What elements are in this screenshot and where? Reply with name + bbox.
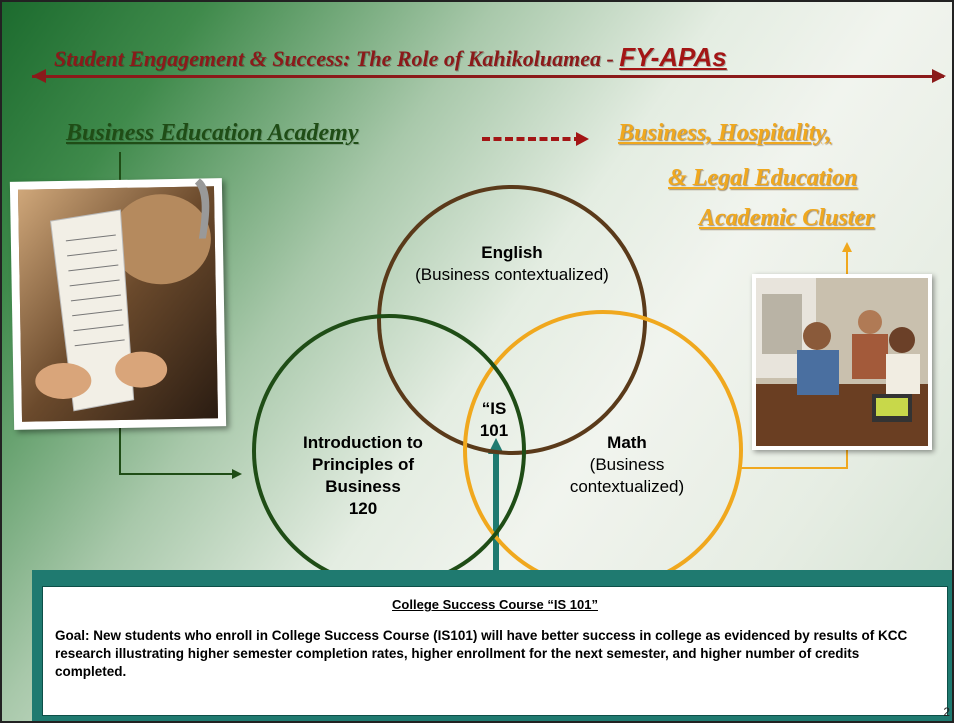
math-subtitle-line1: (Business	[589, 455, 665, 474]
slide-title: Student Engagement & Success: The Role o…	[54, 42, 727, 73]
reading-paper-image	[17, 178, 219, 422]
transition-arrowhead	[576, 132, 589, 146]
left-bottom-connector	[119, 428, 234, 475]
hospitality-photo	[752, 274, 932, 450]
math-subtitle-line2: contextualized)	[569, 477, 685, 496]
english-label: English (Business contextualized)	[382, 242, 642, 286]
callout-body: Goal: New students who enroll in College…	[55, 628, 908, 679]
callout-title: College Success Course “IS 101”	[392, 597, 598, 612]
transition-arrow	[482, 137, 582, 141]
intro-line4: 120	[348, 499, 378, 518]
left-connector-arrowhead	[232, 469, 242, 479]
left-arrowhead	[32, 69, 46, 83]
cluster-connector-arrowhead	[842, 242, 852, 252]
cluster-label-line2: & Legal Education	[668, 165, 858, 191]
cluster-label-line3: Academic Cluster	[699, 205, 875, 231]
title-underline	[32, 75, 944, 78]
slide-title-emph: FY-APAs	[619, 42, 727, 72]
callout-box: College Success Course “IS 101” Goal: Ne…	[42, 586, 948, 716]
math-label: Math (Business contextualized)	[542, 432, 712, 498]
cluster-label-line1: Business, Hospitality,	[618, 120, 832, 146]
academy-label: Business Education Academy	[66, 120, 359, 146]
right-connector-line	[740, 450, 848, 469]
center-label: “IS 101	[464, 398, 524, 442]
center-line2: 101	[479, 421, 509, 440]
intro-line2: Principles of	[311, 455, 415, 474]
english-subtitle: (Business contextualized)	[415, 265, 609, 284]
math-title: Math	[607, 433, 647, 452]
english-title: English	[481, 243, 543, 262]
slide-title-main: Student Engagement & Success: The Role o…	[54, 46, 620, 71]
hospitality-image	[756, 278, 928, 446]
intro-line1: Introduction to	[303, 433, 423, 452]
intro-line3: Business	[325, 477, 401, 496]
reading-paper-photo	[9, 178, 227, 430]
center-line1: “IS	[481, 399, 507, 418]
page-number: 2	[943, 705, 950, 719]
intro-business-label: Introduction to Principles of Business 1…	[268, 432, 458, 520]
right-arrowhead	[932, 69, 946, 83]
